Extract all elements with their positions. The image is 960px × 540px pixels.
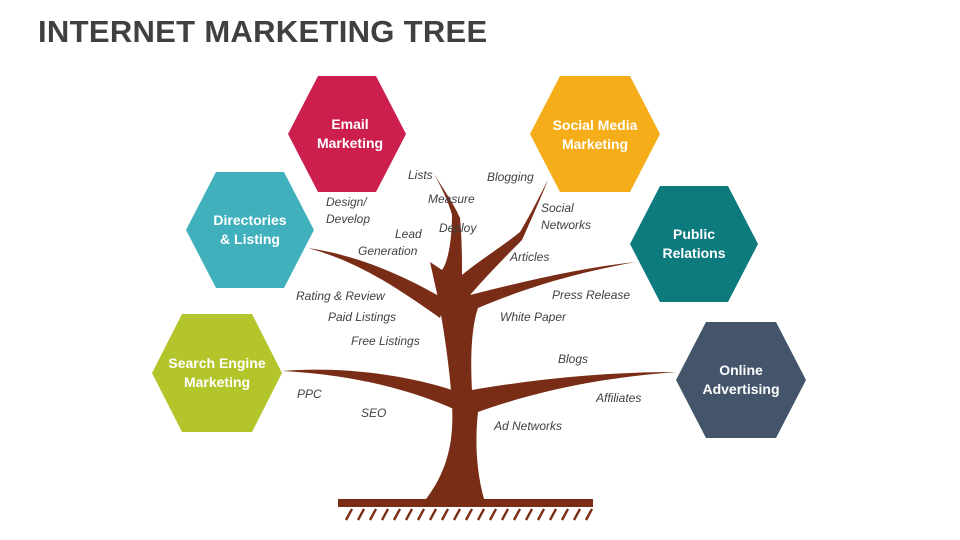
- label-ppc: PPC: [297, 387, 322, 401]
- hexagon-shape: [530, 76, 660, 192]
- label-social-line2: Networks: [541, 218, 591, 232]
- hexagon-shape: [676, 322, 806, 438]
- label-free-listings: Free Listings: [351, 334, 420, 348]
- node-label-line2: & Listing: [220, 231, 280, 247]
- ground-hatch-line: [500, 508, 510, 521]
- node-label-line2: Relations: [662, 245, 725, 261]
- node-label-line1: Social Media: [553, 117, 638, 133]
- label-design-line2: Develop: [326, 212, 370, 226]
- label-lists: Lists: [408, 168, 433, 182]
- ground-hatch-line: [392, 508, 402, 521]
- ground-hatch-line: [356, 508, 366, 521]
- tree-trunk: [426, 170, 676, 499]
- ground-hatch-line: [536, 508, 546, 521]
- node-directories-listing: Directories & Listing: [186, 172, 314, 288]
- node-label-line1: Search Engine: [168, 355, 265, 371]
- label-design-line1: Design/: [326, 195, 368, 209]
- node-label-line2: Marketing: [184, 374, 250, 390]
- node-label-line2: Advertising: [702, 381, 779, 397]
- ground-hatch-line: [488, 508, 498, 521]
- label-deploy: Deploy: [439, 221, 477, 235]
- label-social-line1: Social: [541, 201, 574, 215]
- label-lead-line1: Lead: [395, 227, 422, 241]
- branch-left-upper: [308, 248, 446, 318]
- label-white-paper: White Paper: [500, 310, 567, 324]
- ground-bar: [338, 499, 593, 507]
- ground-hatch-line: [404, 508, 414, 521]
- node-label-line2: Marketing: [562, 136, 628, 152]
- ground-hatch-line: [512, 508, 522, 521]
- node-online-advertising: Online Advertising: [676, 322, 806, 438]
- tree: [282, 170, 676, 499]
- label-articles: Articles: [509, 250, 549, 264]
- ground-hatch: [344, 508, 594, 521]
- node-label-line1: Online: [719, 362, 763, 378]
- ground-hatch-line: [548, 508, 558, 521]
- ground-hatch-line: [464, 508, 474, 521]
- node-search-engine-marketing: Search Engine Marketing: [152, 314, 282, 432]
- ground-hatch-line: [416, 508, 426, 521]
- page-title: INTERNET MARKETING TREE: [38, 14, 488, 49]
- node-public-relations: Public Relations: [630, 186, 758, 302]
- ground-hatch-line: [380, 508, 390, 521]
- label-seo: SEO: [361, 406, 386, 420]
- branch-left-lower: [282, 369, 458, 410]
- hexagon-shape: [186, 172, 314, 288]
- ground-hatch-line: [584, 508, 594, 521]
- ground-hatch-line: [452, 508, 462, 521]
- hexagon-shape: [630, 186, 758, 302]
- label-rating-review: Rating & Review: [296, 289, 386, 303]
- node-label-line1: Directories: [213, 212, 286, 228]
- branch-labels: Lists Measure Design/ Develop Deploy Lea…: [296, 168, 641, 433]
- node-email-marketing: Email Marketing: [288, 76, 406, 192]
- ground-hatch-line: [572, 508, 582, 521]
- hexagon-shape: [288, 76, 406, 192]
- ground-hatch-line: [524, 508, 534, 521]
- node-label-line1: Email: [331, 116, 368, 132]
- node-label-line2: Marketing: [317, 135, 383, 151]
- hexagon-shape: [152, 314, 282, 432]
- label-lead-line2: Generation: [358, 244, 418, 258]
- label-paid-listings: Paid Listings: [328, 310, 396, 324]
- label-ad-networks: Ad Networks: [493, 419, 562, 433]
- ground-hatch-line: [344, 508, 354, 521]
- label-measure: Measure: [428, 192, 475, 206]
- ground: [338, 499, 594, 521]
- node-social-media-marketing: Social Media Marketing: [530, 76, 660, 192]
- ground-hatch-line: [368, 508, 378, 521]
- ground-hatch-line: [476, 508, 486, 521]
- ground-hatch-line: [440, 508, 450, 521]
- ground-hatch-line: [428, 508, 438, 521]
- node-group: Email Marketing Social Media Marketing D…: [152, 76, 806, 438]
- node-label-line1: Public: [673, 226, 715, 242]
- label-press-release: Press Release: [552, 288, 630, 302]
- label-blogging: Blogging: [487, 170, 534, 184]
- label-affiliates: Affiliates: [595, 391, 641, 405]
- label-blogs: Blogs: [558, 352, 588, 366]
- ground-hatch-line: [560, 508, 570, 521]
